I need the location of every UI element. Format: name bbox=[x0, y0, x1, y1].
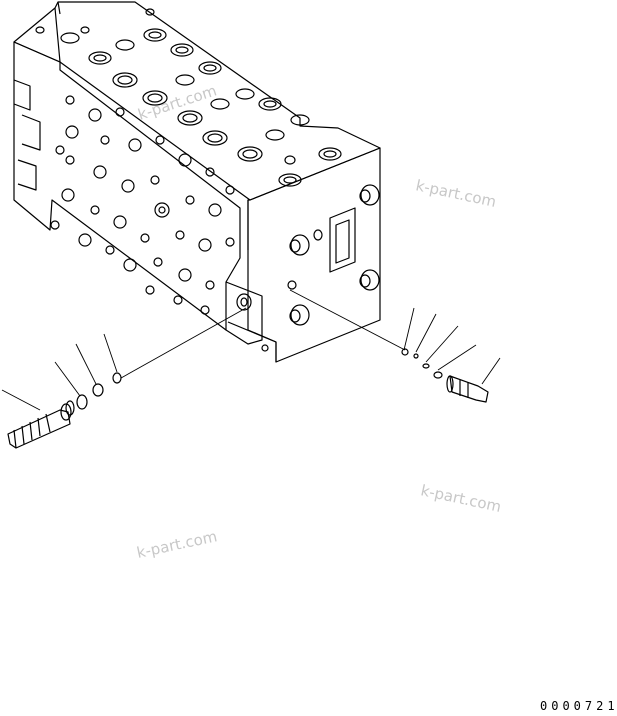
watermark-3: k-part.com bbox=[419, 481, 503, 516]
o-rings-left bbox=[76, 372, 122, 410]
top-face-ports bbox=[35, 8, 342, 187]
o-rings-right bbox=[401, 348, 443, 379]
leader-lines-left bbox=[1, 307, 247, 411]
watermark-4: k-part.com bbox=[135, 527, 219, 562]
watermark-1: k-part.com bbox=[414, 176, 498, 211]
front-face-holes bbox=[50, 95, 235, 315]
watermark-2: k-part.com bbox=[136, 81, 219, 123]
leader-lines-right bbox=[289, 289, 501, 385]
end-block-bolts bbox=[236, 155, 380, 352]
relief-valve-cartridge bbox=[7, 400, 75, 449]
drawing-number: 00007219 bbox=[540, 699, 617, 713]
check-valve-plug bbox=[446, 375, 489, 403]
